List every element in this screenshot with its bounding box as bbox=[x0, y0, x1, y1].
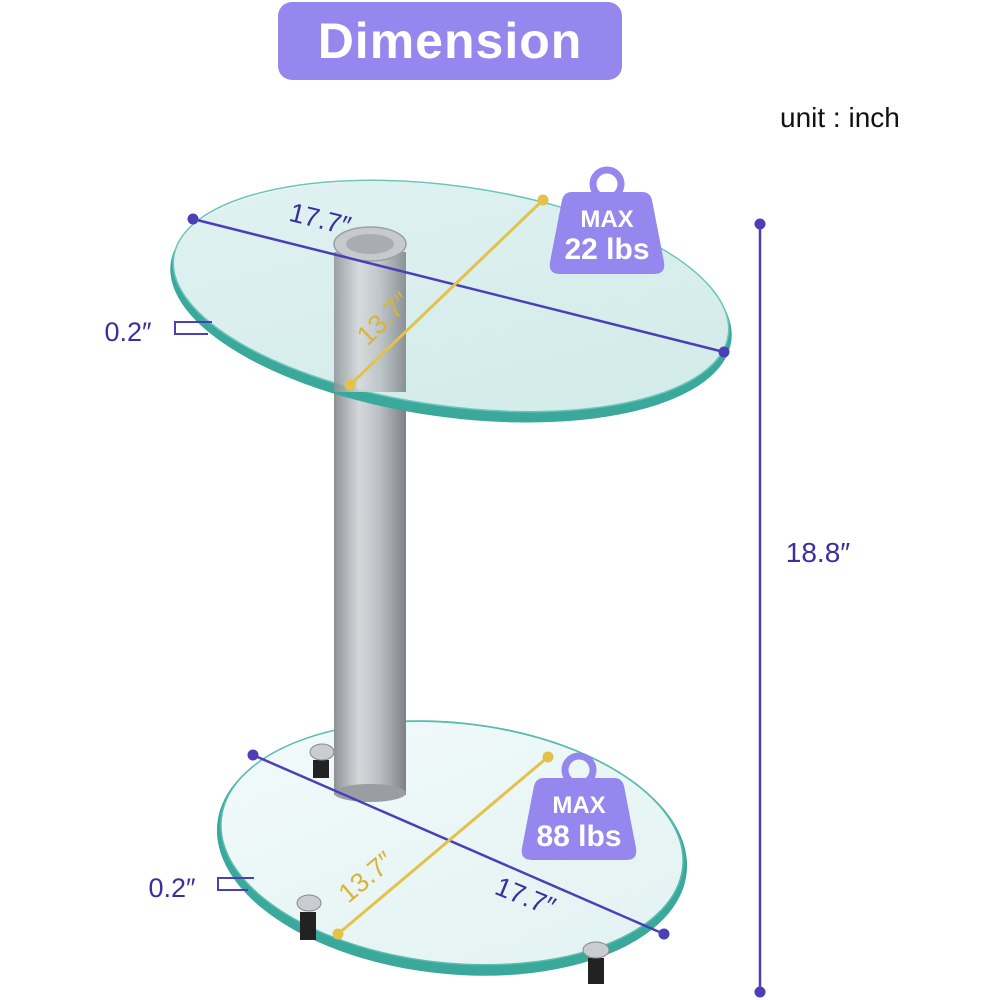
top-length-line bbox=[192, 217, 725, 354]
dimension-dot bbox=[754, 986, 766, 998]
dimension-dot bbox=[718, 346, 730, 358]
height-label: 18.8″ bbox=[786, 537, 850, 568]
bottom-thickness-label: 0.2″ bbox=[148, 873, 196, 903]
dimension-dot bbox=[187, 213, 199, 225]
foot-screw bbox=[296, 894, 322, 940]
dimension-dot bbox=[247, 749, 259, 761]
dimension-dot bbox=[332, 928, 344, 940]
weight-icon bbox=[549, 166, 665, 274]
top-width-line bbox=[348, 198, 545, 387]
dimension-dot bbox=[754, 218, 766, 230]
top-weight-label: MAX bbox=[580, 206, 633, 233]
bottom-weight-label: MAX bbox=[552, 792, 605, 819]
bottom-width-line bbox=[337, 755, 549, 936]
foot-screw bbox=[582, 941, 610, 984]
dimension-dot bbox=[658, 928, 670, 940]
thickness-marker bbox=[174, 321, 212, 335]
pole-base bbox=[334, 784, 406, 802]
page-title: Dimension bbox=[317, 13, 583, 69]
dimension-dot bbox=[537, 194, 549, 206]
title-badge bbox=[278, 2, 622, 80]
top-weight-value: 22 lbs bbox=[564, 233, 649, 266]
thickness-marker bbox=[217, 877, 254, 891]
bottom-weight-value: 88 lbs bbox=[536, 820, 621, 853]
dimension-dot bbox=[542, 751, 554, 763]
dimension-dot bbox=[344, 379, 356, 391]
bottom-length-line bbox=[252, 753, 665, 936]
weight-icon bbox=[521, 752, 637, 860]
top-thickness-label: 0.2″ bbox=[104, 317, 152, 347]
unit-label: unit : inch bbox=[780, 102, 900, 133]
